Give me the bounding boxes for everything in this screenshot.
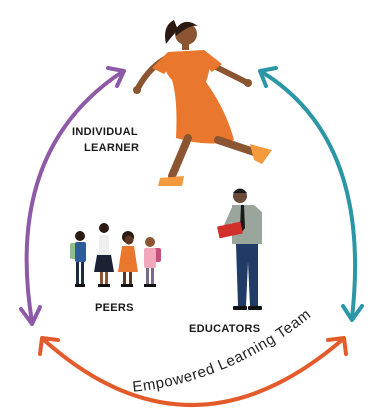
peer-kid-3 [118, 231, 138, 287]
empowered-learning-team-caption: Empowered Learning Team [132, 306, 315, 396]
purple-arrowhead-top [106, 66, 126, 88]
individual-learner-figure [133, 20, 272, 186]
teal-arrowhead-top [258, 66, 278, 88]
peers-label: PEERS [95, 302, 134, 314]
educators-label: EDUCATORS [189, 323, 260, 335]
peer-kid-2 [94, 223, 114, 287]
cycle-arrows [19, 66, 364, 407]
peer-kid-4 [144, 237, 161, 287]
individual-learner-label-line2: LEARNER [84, 142, 139, 154]
educator-figure [217, 188, 262, 310]
peers-figures [70, 223, 161, 287]
teal-cycle-arrow [260, 70, 358, 320]
purple-cycle-arrow [24, 70, 124, 324]
teal-arrowhead-bottom [341, 304, 364, 322]
orange-cycle-arrow [42, 338, 344, 407]
empowered-learning-team-text: Empowered Learning Team [132, 306, 314, 396]
orange-arrowhead-left [38, 336, 60, 356]
purple-arrowhead-bottom [19, 305, 42, 326]
peer-kid-1 [70, 231, 86, 287]
individual-learner-label-line1: INDIVIDUAL [72, 126, 138, 138]
orange-arrowhead-right [326, 336, 348, 356]
